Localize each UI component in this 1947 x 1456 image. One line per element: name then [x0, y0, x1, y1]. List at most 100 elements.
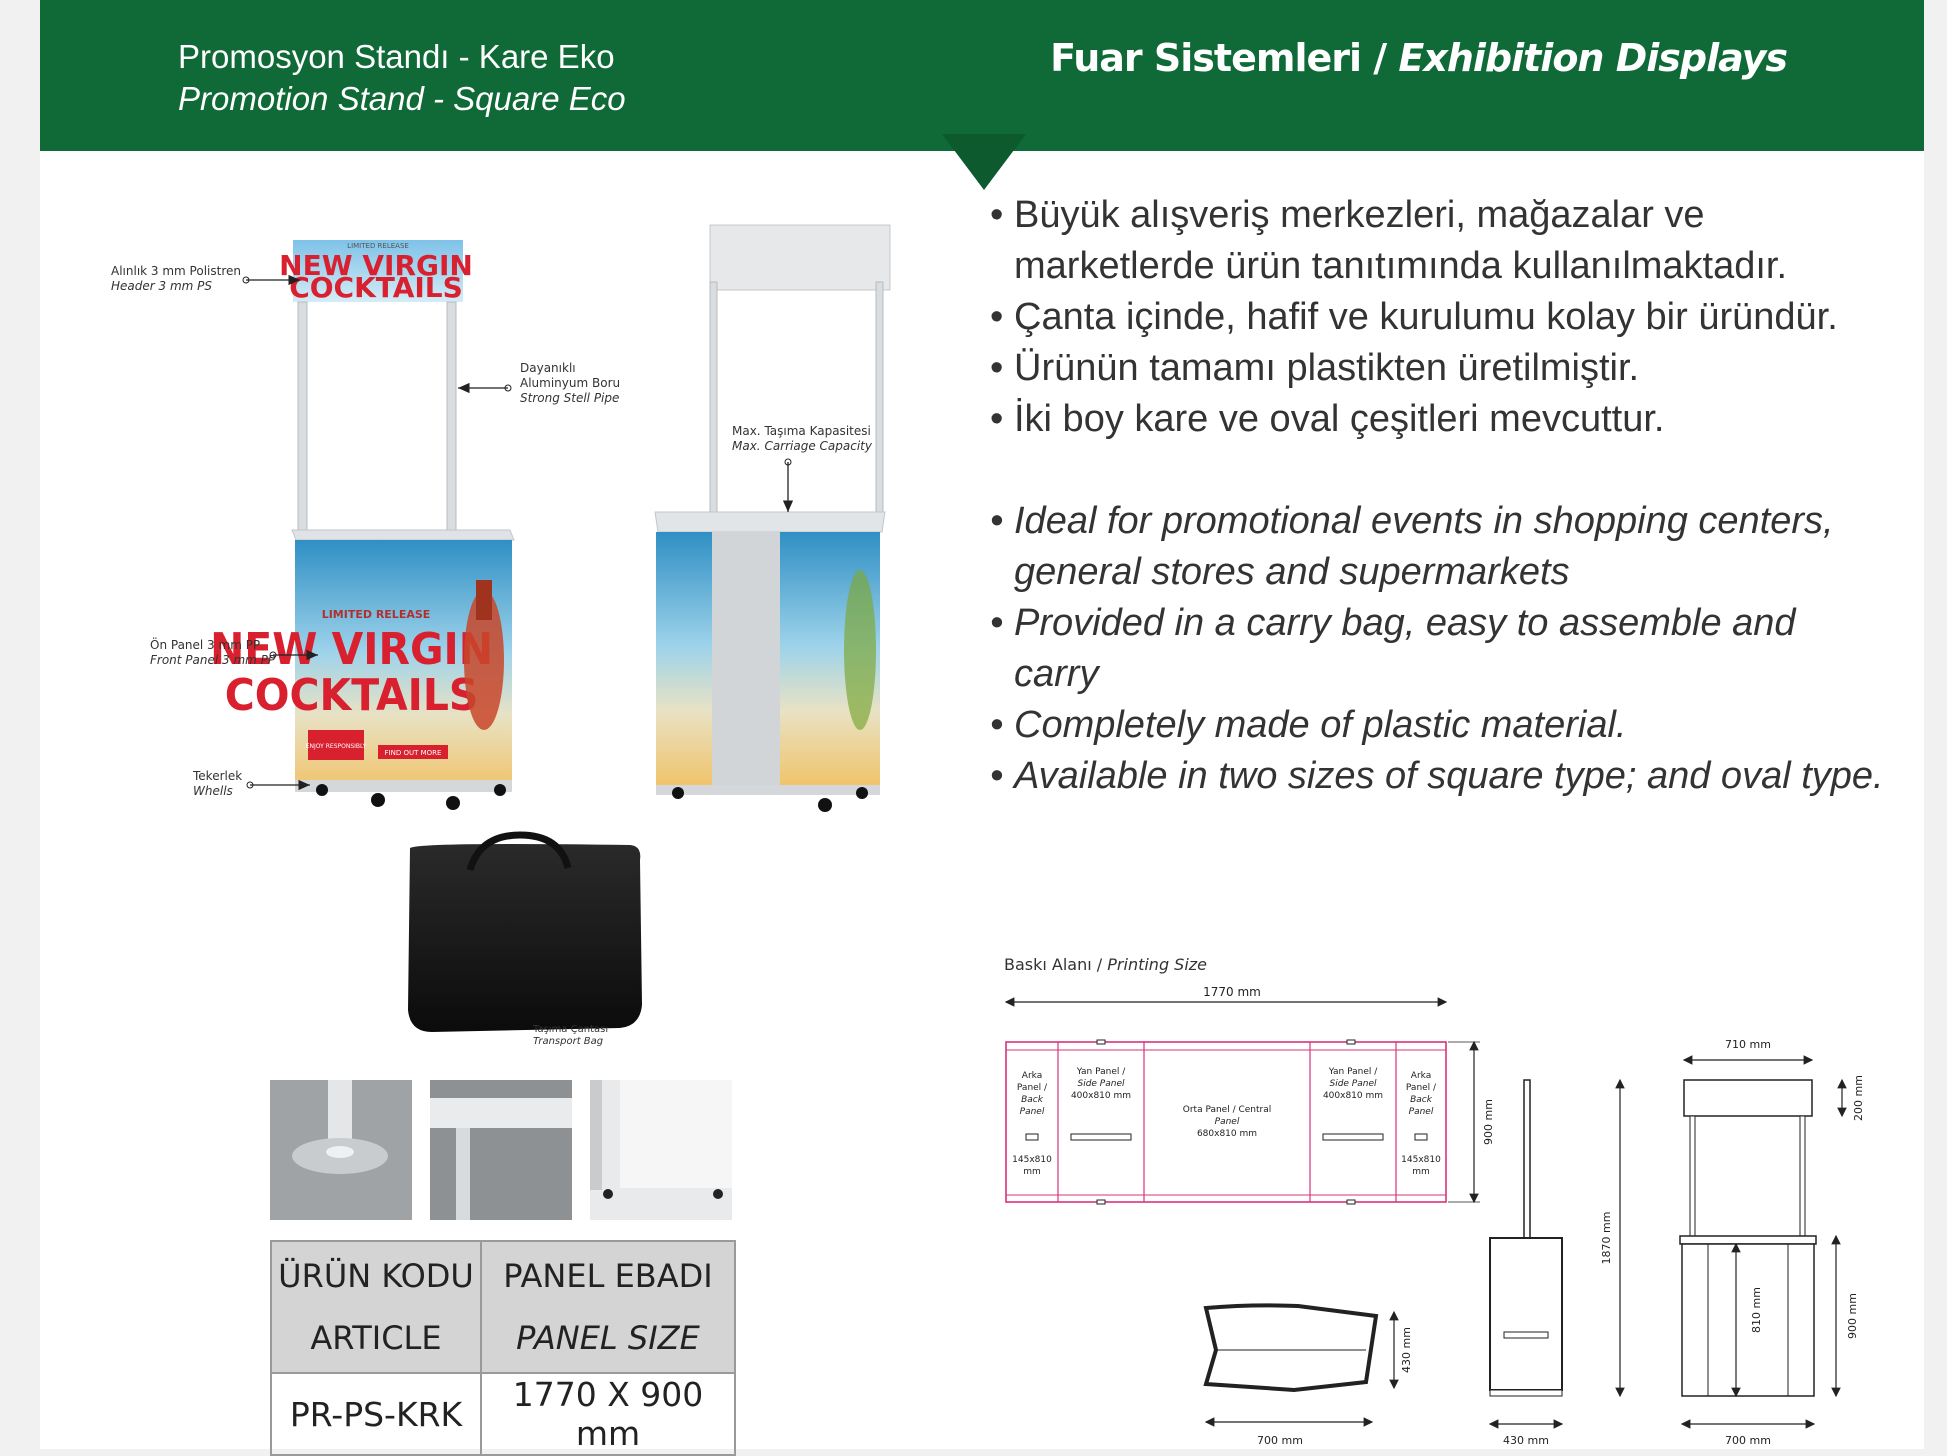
spec-col1-tr: ÜRÜN KODU: [278, 1257, 474, 1295]
center-panel-l1: Orta Panel / Central: [1183, 1105, 1272, 1115]
dim-top-depth-label: 430 mm: [1400, 1327, 1413, 1373]
detail-thumb-base-wheels: [590, 1080, 732, 1220]
stand-rear-view: [654, 224, 891, 812]
side-view-drawing: 1870 mm 430 mm: [1488, 1078, 1625, 1447]
wheel: [316, 784, 328, 796]
find-out-text: FIND OUT MORE: [385, 749, 442, 757]
dim-front-top-width-label: 710 mm: [1725, 1038, 1771, 1051]
label-capacity-tr: Max. Taşıma Kapasitesi: [732, 424, 871, 438]
back-panel-l1: Arka: [1022, 1071, 1042, 1081]
label-header-en: Header 3 mm PS: [111, 279, 213, 293]
spec-size-cell: 1770 X 900 mm: [480, 1372, 736, 1456]
wheel: [856, 787, 868, 799]
label-capacity-en: Max. Carriage Capacity: [732, 439, 872, 453]
label-pipe-tr1: Dayanıklı: [520, 361, 576, 375]
dim-top-width-label: 700 mm: [1257, 1434, 1303, 1447]
label-front-en: Front Panel 3 mm PP: [150, 653, 276, 667]
detail-thumb-header-joint: [430, 1080, 572, 1220]
label-pipe-en: Strong Stell Pipe: [520, 391, 620, 405]
bag-handle: [466, 831, 572, 872]
feature-en-item: Available in two sizes of square type; a…: [990, 751, 1890, 802]
label-pipe-tr2: Aluminyum Boru: [520, 376, 621, 390]
category-tr: Fuar Sistemleri /: [1050, 36, 1387, 80]
graphic-line2-header: COCKTAILS: [289, 271, 463, 304]
stand-pole-right: [446, 301, 457, 531]
stand-base: [295, 780, 512, 792]
enjoy-badge-text: ENJOY RESPONSIBLY: [306, 743, 367, 750]
spec-col2-en: PANEL SIZE: [516, 1319, 700, 1357]
callouts: [242, 274, 794, 791]
back-panel-r-size1: 145x810: [1401, 1155, 1441, 1165]
wheel: [818, 798, 832, 812]
feature-tr-item: Çanta içinde, hafif ve kurulumu kolay bi…: [990, 292, 1890, 343]
spec-col1-en: ARTICLE: [310, 1319, 442, 1357]
stand-pole-left: [297, 301, 308, 531]
print-area: [1005, 1041, 1447, 1203]
product-illustration: LIMITED RELEASE NEW VIRGIN COCKTAILS LIM…: [210, 224, 891, 1032]
label-front-tr: Ön Panel 3 mm PP: [150, 638, 261, 652]
spec-col2-tr: PANEL EBADI: [503, 1257, 713, 1295]
graphic-limited-front: LIMITED RELEASE: [322, 608, 431, 621]
dim-panel-height-label: 810 mm: [1750, 1287, 1763, 1333]
detail-thumb-pole-base: [270, 1080, 412, 1220]
rear-pole-left: [709, 281, 718, 516]
dim-total-width-label: 1770 mm: [1203, 985, 1261, 999]
features-en-list: Ideal for promotional events in shopping…: [990, 496, 1890, 802]
back-panel-l2: Panel /: [1017, 1083, 1048, 1093]
rear-base: [656, 785, 880, 795]
dim-front-width-label: 700 mm: [1725, 1434, 1771, 1447]
back-panel-r-l1: Arka: [1411, 1071, 1431, 1081]
side-panel-r-l2: Side Panel: [1329, 1079, 1377, 1089]
back-panel-l3: Back: [1021, 1095, 1044, 1105]
feature-tr-item: İki boy kare ve oval çeşitleri mevcuttur…: [990, 394, 1890, 445]
wheel: [446, 796, 460, 810]
feature-tr-item: Ürünün tamamı plastikten üretilmiştir.: [990, 343, 1890, 394]
side-panel-size: 400x810 mm: [1071, 1091, 1131, 1101]
front-view-drawing: 710 mm 200 mm 810 mm 900 mm 700 mm: [1679, 1038, 1865, 1447]
wheel: [672, 787, 684, 799]
feature-tr-item: Büyük alışveriş merkezleri, mağazalar ve…: [990, 190, 1890, 292]
technical-drawings: 1770 mm Arka Panel / Back Panel 145x810 …: [1004, 985, 1865, 1447]
rear-countertop: [654, 511, 886, 533]
banner-notch: [942, 134, 1026, 190]
enjoy-badge: [308, 730, 364, 760]
category-en: Exhibition Displays: [1398, 36, 1788, 80]
bottle-neck-image: [476, 580, 492, 620]
title-en: Promotion Stand - Square Eco: [178, 80, 626, 117]
printing-title-en: Printing Size: [1107, 955, 1208, 974]
label-header-tr: Alınlık 3 mm Polistren: [111, 264, 241, 278]
graphic-line1-front: NEW VIRGIN: [210, 625, 493, 676]
find-out-badge: [378, 745, 448, 759]
back-panel-r-size2: mm: [1412, 1167, 1430, 1177]
palm-image: [844, 570, 876, 730]
bottle-image: [464, 590, 504, 730]
category-title: Fuar Sistemleri / Exhibition Displays: [1050, 36, 1788, 80]
dim-counter-height-label: 900 mm: [1846, 1293, 1859, 1339]
feature-en-item: Ideal for promotional events in shopping…: [990, 496, 1890, 598]
dim-header-height-label: 200 mm: [1852, 1075, 1865, 1121]
rear-pole-right: [875, 281, 884, 516]
back-panel-size1: 145x810: [1012, 1155, 1052, 1165]
features-tr-list: Büyük alışveriş merkezleri, mağazalar ve…: [990, 190, 1890, 445]
side-panel-l2: Side Panel: [1077, 1079, 1125, 1089]
back-panel-size2: mm: [1023, 1167, 1041, 1177]
feature-en-item: Provided in a carry bag, easy to assembl…: [990, 598, 1890, 700]
graphic-line2-front: COCKTAILS: [225, 671, 479, 722]
back-panel-r-l2: Panel /: [1406, 1083, 1437, 1093]
wheel: [371, 793, 385, 807]
label-wheels-en: Whells: [193, 784, 233, 798]
spec-col-article: ÜRÜN KODU ARTICLE: [270, 1240, 482, 1374]
back-panel-l4: Panel: [1020, 1107, 1045, 1117]
feature-en-item: Completely made of plastic material.: [990, 700, 1890, 751]
bag-body: [408, 844, 642, 1032]
wheel: [494, 784, 506, 796]
rear-header-panel: [709, 224, 891, 291]
dim-side-height-label: 1870 mm: [1600, 1212, 1613, 1265]
stand-header-panel: [293, 240, 463, 302]
